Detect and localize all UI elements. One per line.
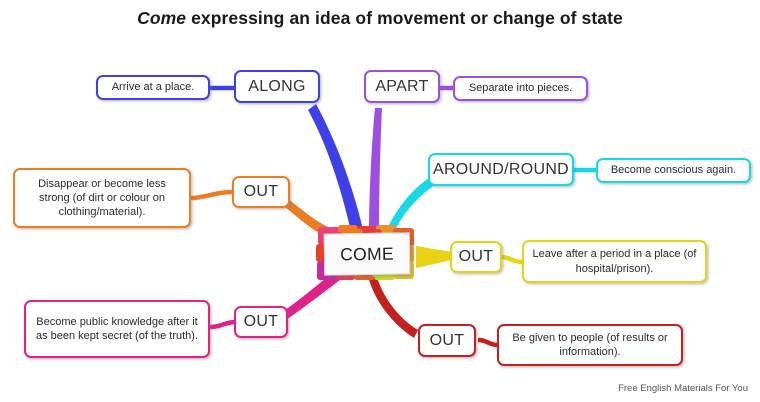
meaning-node-out-yellow-text: Leave after a period in a place (of hosp… bbox=[532, 248, 697, 275]
meaning-node-out-orange-text: Disappear or become less strong (of dirt… bbox=[38, 177, 166, 219]
meaning-node-out-yellow[interactable]: Leave after a period in a place (of hosp… bbox=[522, 240, 707, 283]
title-rest: expressing an idea of movement or change… bbox=[186, 8, 623, 28]
branch-out-red bbox=[368, 274, 418, 338]
key-node-out-magenta-label: OUT bbox=[243, 313, 279, 330]
page-title: Come expressing an idea of movement or c… bbox=[0, 8, 760, 29]
connector-out-yellow-leaf bbox=[499, 254, 525, 265]
connector-out-magenta-leaf bbox=[209, 319, 237, 330]
meaning-node-out-red[interactable]: Be given to people (of results or inform… bbox=[497, 324, 683, 366]
key-node-along-label: ALONG bbox=[248, 77, 306, 95]
meaning-node-along[interactable]: Arrive at a place. bbox=[96, 75, 210, 100]
meaning-node-out-orange[interactable]: Disappear or become less strong (of dirt… bbox=[13, 168, 191, 228]
central-node-label: COME bbox=[339, 243, 394, 264]
key-node-apart-label: APART bbox=[375, 77, 429, 95]
branch-along bbox=[308, 104, 364, 236]
key-node-out-red[interactable]: OUT bbox=[418, 324, 476, 357]
meaning-node-around-text: Become conscious again. bbox=[610, 164, 737, 177]
branch-around bbox=[384, 176, 436, 238]
key-node-along[interactable]: ALONG bbox=[234, 70, 320, 103]
key-node-out-orange[interactable]: OUT bbox=[232, 176, 290, 208]
meaning-node-along-text: Arrive at a place. bbox=[111, 81, 195, 94]
key-node-out-yellow[interactable]: OUT bbox=[450, 241, 502, 273]
footer-credit: Free English Materials For You bbox=[618, 383, 748, 394]
key-node-out-yellow-label: OUT bbox=[458, 248, 494, 265]
key-node-apart[interactable]: APART bbox=[364, 70, 440, 103]
key-node-around[interactable]: AROUND/ROUND bbox=[428, 153, 574, 186]
meaning-node-out-magenta-text: Become public knowledge after it as been… bbox=[35, 315, 199, 342]
connector-out-orange-leaf bbox=[189, 189, 233, 201]
key-node-out-red-label: OUT bbox=[429, 331, 465, 349]
key-node-out-magenta[interactable]: OUT bbox=[234, 306, 288, 338]
branch-apart bbox=[369, 108, 382, 236]
meaning-node-out-red-text: Be given to people (of results or inform… bbox=[512, 331, 668, 358]
meaning-node-apart-text: Separate into pieces. bbox=[468, 82, 573, 95]
central-node[interactable]: COME bbox=[316, 225, 416, 281]
key-node-around-label: AROUND/ROUND bbox=[432, 160, 570, 178]
branch-out-magenta bbox=[282, 272, 340, 320]
title-emphasis: Come bbox=[137, 8, 187, 28]
meaning-node-apart[interactable]: Separate into pieces. bbox=[453, 76, 588, 101]
central-node-card: COME bbox=[323, 232, 411, 276]
meaning-node-out-magenta[interactable]: Become public knowledge after it as been… bbox=[24, 300, 210, 358]
connector-out-red-leaf bbox=[477, 337, 499, 348]
key-node-out-orange-label: OUT bbox=[243, 183, 279, 200]
meaning-node-around[interactable]: Become conscious again. bbox=[596, 158, 751, 183]
branch-out-yellow bbox=[416, 246, 452, 268]
